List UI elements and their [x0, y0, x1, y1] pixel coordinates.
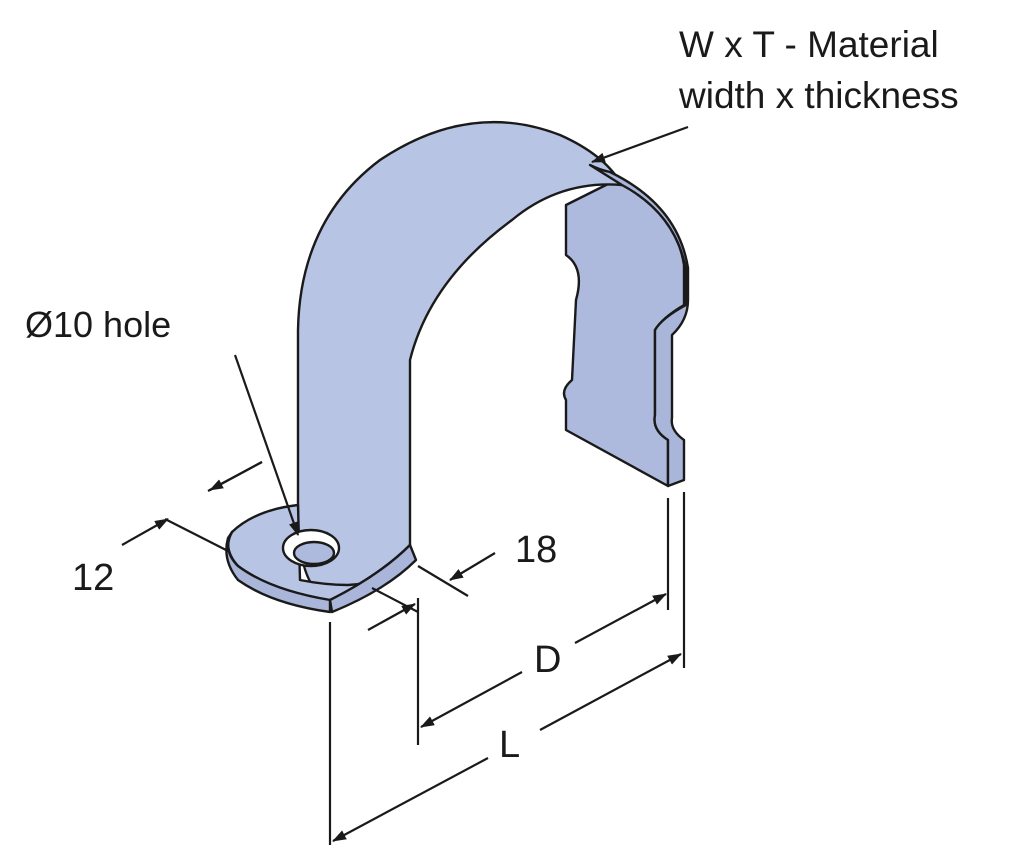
dim-18-extension-left — [371, 587, 419, 613]
hole-label: Ø10 hole — [25, 304, 171, 345]
mounting-hole-inner — [292, 540, 336, 566]
material-leader-arrow — [591, 125, 689, 164]
dim-12-extension-bottom — [164, 518, 231, 553]
hole-leader-arrow — [233, 354, 300, 536]
material-label-line1: W x T - Material — [679, 24, 939, 65]
strap-foot-edge — [328, 543, 418, 614]
dim-18-extension-right — [417, 565, 469, 597]
dim-12-arrow-bottom — [121, 518, 169, 546]
dim-12-label: 12 — [72, 557, 114, 599]
dim-d-line-left — [420, 671, 523, 728]
dim-18-arrow-right — [449, 552, 496, 581]
strap-body — [225, 121, 690, 614]
dim-l-line-right — [539, 653, 682, 731]
dim-l-line-left — [332, 757, 489, 842]
dim-18-label: 18 — [515, 529, 557, 571]
labels: W x T - Material width x thickness Ø10 h… — [25, 24, 959, 766]
dimension-lines — [121, 125, 689, 845]
dim-d-line-right — [574, 593, 667, 644]
dim-l-label: L — [499, 724, 520, 766]
material-label-line2: width x thickness — [678, 75, 959, 116]
dim-d-label: D — [534, 639, 561, 681]
dim-12-arrow-top — [209, 461, 263, 491]
strap-arch-edge — [588, 163, 690, 488]
dim-18-arrow-left — [367, 603, 416, 631]
